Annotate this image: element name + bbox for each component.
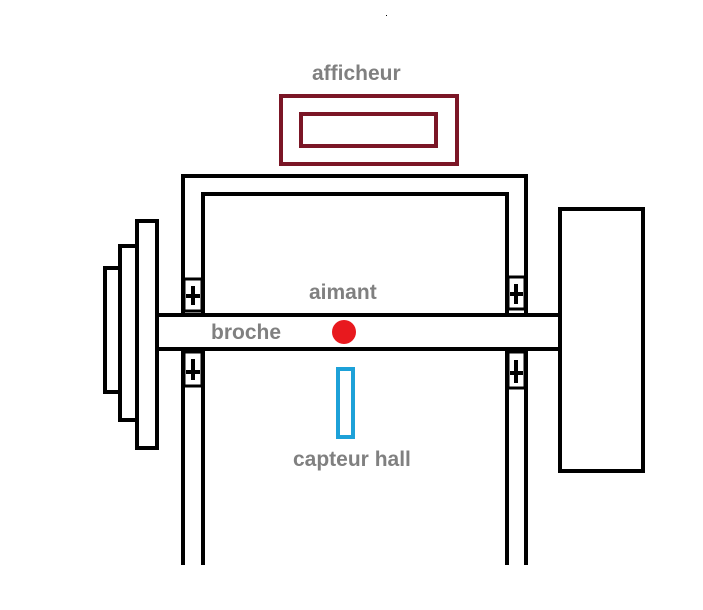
label-display: afficheur xyxy=(312,62,401,85)
stray-dot xyxy=(386,15,387,16)
chuck-plate xyxy=(558,207,645,473)
pulley-small xyxy=(103,266,122,394)
display-unit xyxy=(279,94,459,166)
display-screen xyxy=(299,112,438,148)
pulley-stack xyxy=(103,219,159,450)
label-magnet: aimant xyxy=(309,281,377,304)
display-outer-frame xyxy=(279,94,459,166)
label-sensor: capteur hall xyxy=(293,448,411,471)
hall-sensor xyxy=(336,367,355,439)
magnet-dot xyxy=(332,320,356,344)
label-spindle: broche xyxy=(211,321,281,344)
bearing-left-bottom xyxy=(182,350,204,388)
bearing-right-top xyxy=(506,275,527,311)
bearing-right-bottom xyxy=(506,350,527,390)
pulley-medium xyxy=(118,244,139,422)
pulley-large xyxy=(135,219,159,450)
bearing-left-top xyxy=(182,277,204,313)
